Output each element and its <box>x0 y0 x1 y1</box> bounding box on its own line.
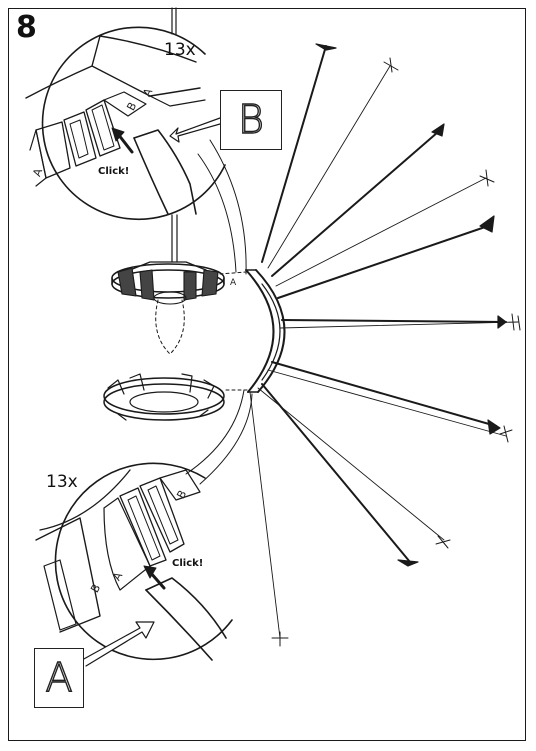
hub-marker-a: A <box>230 278 237 288</box>
detail-circle-bottom <box>35 389 253 667</box>
step-number: 8 <box>16 10 37 45</box>
click-label-top: Click! <box>98 166 130 177</box>
callout-box-b: B <box>220 90 282 150</box>
quantity-label-top: 13x <box>164 40 196 60</box>
click-label-bottom: Click! <box>172 558 204 569</box>
hub-assembly <box>103 261 286 421</box>
hanging-cord <box>171 7 178 263</box>
rod-end-caps <box>271 43 521 647</box>
quantity-label-bottom: 13x <box>46 472 78 492</box>
callout-box-a: A <box>34 648 84 708</box>
page-border <box>8 8 526 741</box>
detail-circle-top <box>25 26 247 275</box>
radiating-rods <box>249 45 519 639</box>
